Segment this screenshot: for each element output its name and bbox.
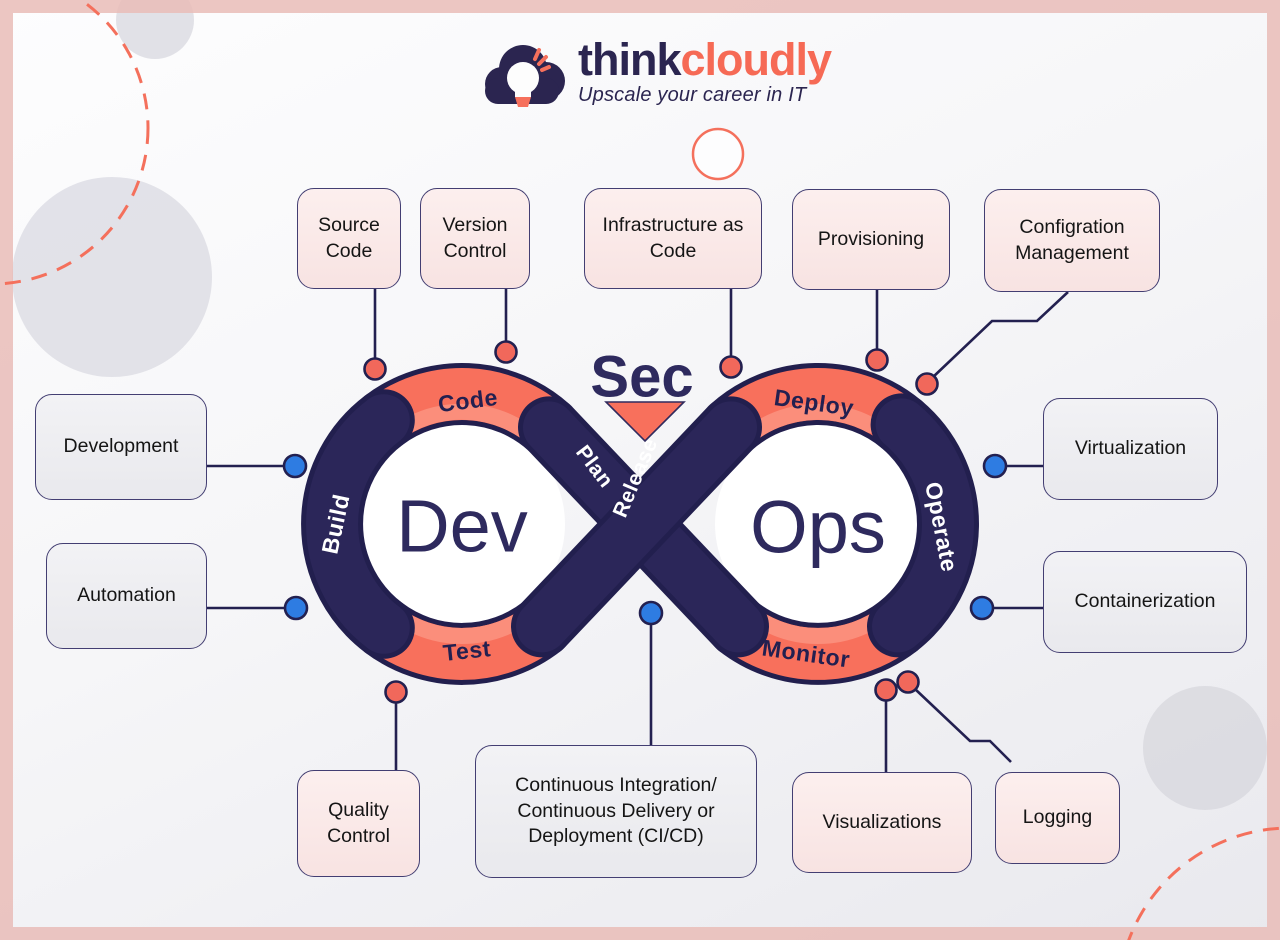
connector-configration-management [915, 291, 1069, 396]
node-logging: Logging [995, 772, 1120, 864]
brand-tagline: Upscale your career in IT [578, 84, 807, 107]
node-ci-cd: Continuous Integration/ Continuous Deliv… [475, 745, 757, 878]
red-dot [915, 372, 939, 396]
node-source-code: Source Code [297, 188, 401, 289]
connector-line [931, 291, 1069, 379]
blue-dot [969, 595, 995, 621]
red-dot [719, 355, 743, 379]
outline-circle-decor [691, 127, 745, 181]
segment-deploy-highlight [749, 403, 879, 438]
red-dot [896, 670, 920, 694]
node-label: Visualizations [822, 810, 942, 833]
red-dot [865, 348, 889, 372]
node-virtualization: Virtualization [1043, 398, 1218, 500]
segment-test-highlight [401, 614, 523, 644]
node-label: Provisioning [817, 227, 925, 250]
connector-quality-control [384, 680, 408, 771]
connectors [206, 289, 1069, 773]
node-label: Development [63, 435, 179, 458]
dev-ring-interior [359, 421, 565, 627]
bg-circle-left [12, 177, 212, 377]
red-dot [494, 340, 518, 364]
connector-development [206, 453, 308, 479]
node-label: Source Code [318, 213, 380, 262]
red-dot [874, 678, 898, 702]
cloud-lightbulb-icon [485, 45, 565, 107]
blue-dot [982, 453, 1008, 479]
node-label: Continuous Integration/ Continuous Deliv… [515, 773, 717, 848]
connector-ci-cd [638, 600, 664, 746]
navy-segments [301, 389, 979, 659]
blue-dot [283, 595, 309, 621]
node-visualizations: Visualizations [792, 772, 972, 873]
band-release [516, 401, 757, 653]
connector-automation [206, 595, 309, 621]
node-version-control: Version Control [420, 188, 530, 289]
connector-virtualization [982, 453, 1044, 479]
ops-ring-interior [715, 421, 921, 627]
sec-triangle-icon [604, 401, 686, 443]
node-label: Virtualization [1074, 437, 1187, 460]
node-label: Containerization [1074, 590, 1216, 613]
brand-wordmark: thinkcloudly [578, 34, 833, 85]
node-label: Automation [77, 584, 176, 607]
segment-monitor-highlight [757, 614, 879, 644]
red-dot [384, 680, 408, 704]
segment-build [306, 394, 410, 654]
node-containerization: Containerization [1043, 551, 1247, 653]
connector-visualizations [874, 678, 898, 773]
connector-version-control [494, 289, 518, 364]
node-quality-control: Quality Control [297, 770, 420, 877]
brand-cloudly: cloudly [680, 34, 833, 85]
blue-dot [638, 600, 664, 626]
node-label: Configration Management [1015, 215, 1129, 264]
segment-operate [872, 398, 974, 653]
node-development: Development [35, 394, 207, 500]
node-label: Logging [1022, 806, 1093, 829]
node-label: Quality Control [327, 798, 390, 847]
red-dot [363, 357, 387, 381]
bg-circle-bottom-right [1143, 686, 1267, 810]
node-infrastructure-as-code: Infrastructure as Code [584, 188, 762, 289]
dashed-circle-top-left [0, 0, 150, 286]
connector-containerization [969, 595, 1044, 621]
connector-source-code [363, 289, 387, 381]
crossing-bands [511, 396, 769, 658]
node-automation: Automation [46, 543, 207, 649]
node-label: Version Control [442, 213, 508, 262]
node-configration-management: Configration Management [984, 189, 1160, 292]
node-label: Infrastructure as Code [602, 213, 744, 262]
connector-line [914, 688, 1012, 763]
brand-think: think [578, 34, 681, 85]
connector-provisioning [865, 290, 889, 372]
logo: thinkcloudly Upscale your career in IT [476, 34, 833, 114]
node-provisioning: Provisioning [792, 189, 950, 290]
connector-logging [896, 670, 1012, 763]
blue-dot [282, 453, 308, 479]
bg-circle-top-left [116, 0, 194, 59]
segment-code-highlight [403, 403, 531, 438]
connector-infrastructure-as-code [719, 289, 743, 379]
